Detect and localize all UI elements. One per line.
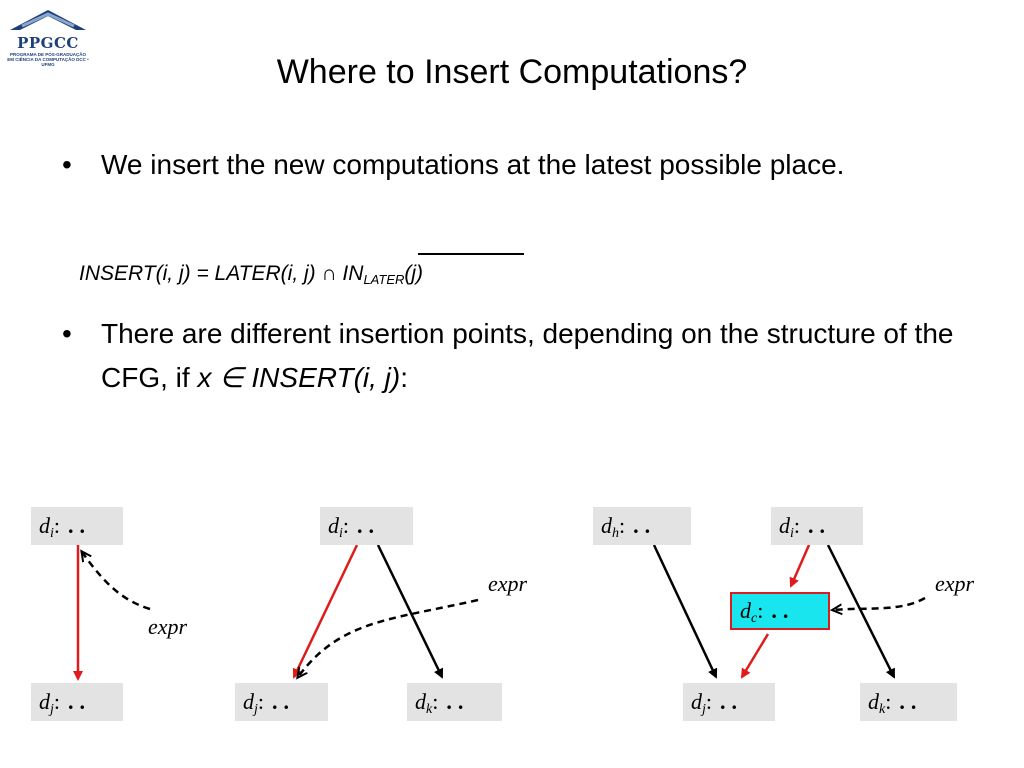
d3-node-i: di:..: [771, 507, 863, 545]
bullet-2-text-after: :: [400, 362, 409, 393]
formula-rhs: (j): [404, 262, 424, 285]
d1-node-i: di:..: [31, 507, 123, 545]
slide-title: Where to Insert Computations?: [276, 53, 748, 91]
d3-node-c-inserted: dc:..: [730, 592, 830, 630]
d2-expr-edge: [298, 598, 479, 677]
logo-emblem-icon: [10, 10, 86, 30]
d1-node-j: dj:..: [31, 683, 123, 721]
d2-edge-i-k: [376, 544, 444, 679]
complement-overline: [418, 253, 524, 255]
d3-expr-label: expr: [935, 571, 975, 596]
d1-expr-label: expr: [148, 614, 188, 639]
d3-node-h: dh:..: [593, 507, 691, 545]
d3-edge-i-k: [826, 544, 896, 679]
formula-lhs: INSERT(i, j) = LATER(i, j) ∩ IN: [79, 262, 364, 285]
bullet-2-text-before: There are different insertion points, de…: [101, 318, 954, 393]
d2-node-k: dk:..: [407, 683, 502, 721]
bullet-text-1: We insert the new computations at the la…: [101, 149, 845, 180]
d2-expr-label: expr: [488, 571, 528, 596]
d3-edge-i-c: [789, 544, 811, 588]
ppgcc-logo: PPGCC PROGRAMA DE PÓS-GRADUAÇÃO EM CIÊNC…: [6, 4, 90, 67]
d3-node-k: dk:..: [860, 683, 957, 721]
logo-name: PPGCC: [17, 34, 79, 52]
d3-edge-h-j: [652, 544, 718, 679]
bullet-marker-2: •: [62, 318, 72, 349]
bullet-text-2: There are different insertion points, de…: [101, 312, 961, 400]
d3-expr-edge: [833, 596, 926, 610]
bullet-2-text-italic: x ∈ INSERT(i, j): [197, 362, 401, 393]
d2-node-i: di:..: [320, 507, 413, 545]
d1-expr-edge: [82, 552, 151, 611]
insert-formula: INSERT(i, j) = LATER(i, j) ∩ INLATER(j): [79, 262, 423, 287]
d2-node-j: dj:..: [235, 683, 328, 721]
bullet-marker-1: •: [62, 149, 72, 180]
d3-node-j: dj:..: [683, 683, 775, 721]
d3-edge-c-j: [740, 633, 770, 679]
d2-edge-i-j: [292, 544, 359, 679]
logo-subtitle: PROGRAMA DE PÓS-GRADUAÇÃO EM CIÊNCIA DA …: [7, 52, 89, 67]
formula-sub: LATER: [363, 272, 405, 287]
